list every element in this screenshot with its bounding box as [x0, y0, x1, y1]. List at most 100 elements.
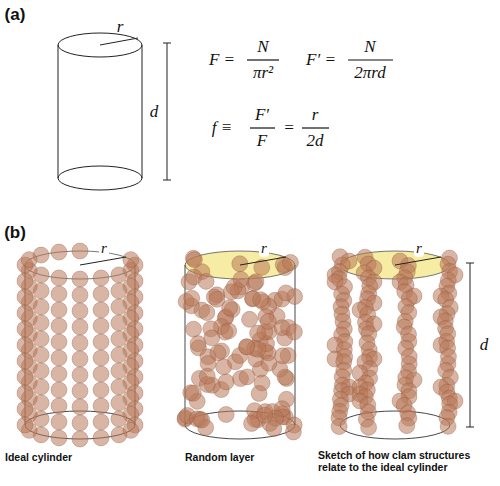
- particle: [111, 315, 127, 331]
- radius-line: [240, 257, 286, 265]
- numerator: N: [257, 38, 268, 57]
- caption: Random layer: [185, 452, 254, 464]
- particle: [93, 414, 109, 430]
- particle: [72, 351, 88, 367]
- particle: [93, 430, 109, 446]
- particle: [111, 379, 127, 395]
- particle: [194, 412, 210, 428]
- particle: [186, 321, 202, 337]
- fraction-bar: [302, 127, 329, 128]
- numerator: F′: [255, 106, 269, 125]
- particle: [111, 299, 127, 315]
- particle: [17, 369, 33, 385]
- radius-label: r: [259, 240, 269, 257]
- particle: [204, 330, 220, 346]
- cylinder-bottom: [185, 411, 295, 439]
- particle: [72, 383, 88, 399]
- particle: [72, 367, 88, 383]
- particle: [51, 334, 67, 350]
- dimension-label: d: [480, 336, 489, 355]
- particle: [242, 311, 258, 327]
- formula-term: =: [283, 119, 294, 138]
- particle: [111, 267, 127, 283]
- particle: [72, 319, 88, 335]
- particle: [51, 270, 67, 286]
- particles: [17, 243, 463, 447]
- particle: [93, 350, 109, 366]
- cylinder-bottom: [58, 166, 142, 190]
- particle: [261, 355, 277, 371]
- cylinder-side: [142, 45, 143, 178]
- particle: [93, 270, 109, 286]
- particle: [93, 366, 109, 382]
- particle: [17, 385, 33, 401]
- particle: [72, 287, 88, 303]
- denominator: 2d: [307, 132, 324, 151]
- particle: [17, 417, 33, 433]
- particle: [111, 395, 127, 411]
- radius-label: r: [117, 18, 124, 37]
- denominator: 2πrd: [354, 64, 386, 83]
- formula-term: F =: [209, 51, 235, 70]
- particle: [17, 289, 33, 305]
- particle: [239, 369, 255, 385]
- particle: [93, 398, 109, 414]
- particle: [239, 339, 255, 355]
- particle: [209, 291, 225, 307]
- particle: [93, 286, 109, 302]
- radius-line: [100, 38, 138, 45]
- particle: [111, 427, 127, 443]
- particle: [51, 382, 67, 398]
- particle: [51, 286, 67, 302]
- particle: [239, 339, 255, 355]
- particle: [111, 283, 127, 299]
- cylinders-b: [17, 243, 474, 447]
- particle: [51, 244, 67, 260]
- fraction-bars: [247, 60, 393, 128]
- radius-lines: [80, 257, 474, 427]
- particle: [93, 382, 109, 398]
- fraction-bar: [247, 59, 279, 60]
- particle: [186, 252, 202, 268]
- particle: [123, 252, 139, 268]
- particle: [17, 321, 33, 337]
- particle: [199, 305, 215, 321]
- dimension-line: [470, 263, 471, 427]
- fraction-bar: [250, 127, 275, 128]
- particle: [248, 274, 264, 290]
- particle: [72, 335, 88, 351]
- particle: [72, 399, 88, 415]
- formula-term: f ≡: [212, 119, 232, 138]
- particle: [51, 430, 67, 446]
- particle: [17, 337, 33, 353]
- particle: [51, 398, 67, 414]
- dimension-line: [167, 43, 168, 180]
- particle: [277, 369, 293, 385]
- particle: [72, 415, 88, 431]
- denominator: πr²: [253, 64, 273, 83]
- particle: [72, 303, 88, 319]
- radius-label: r: [414, 240, 424, 257]
- numerator: r: [312, 106, 319, 125]
- particle: [17, 273, 33, 289]
- caption: Ideal cylinder: [5, 452, 72, 464]
- particle: [440, 418, 456, 434]
- particle: [111, 331, 127, 347]
- cylinder-bottom: [340, 411, 450, 439]
- particle: [216, 359, 232, 375]
- particle: [184, 290, 200, 306]
- formula-term: F′ =: [306, 51, 336, 70]
- dimension-label: d: [150, 103, 159, 122]
- dimension-tick: [163, 180, 171, 181]
- particle: [33, 247, 49, 263]
- particle: [251, 386, 267, 402]
- particle: [200, 355, 216, 371]
- particle: [111, 411, 127, 427]
- particle: [93, 318, 109, 334]
- particle: [233, 271, 249, 287]
- particle: [93, 302, 109, 318]
- particle: [285, 424, 301, 440]
- denominator: F: [257, 132, 267, 151]
